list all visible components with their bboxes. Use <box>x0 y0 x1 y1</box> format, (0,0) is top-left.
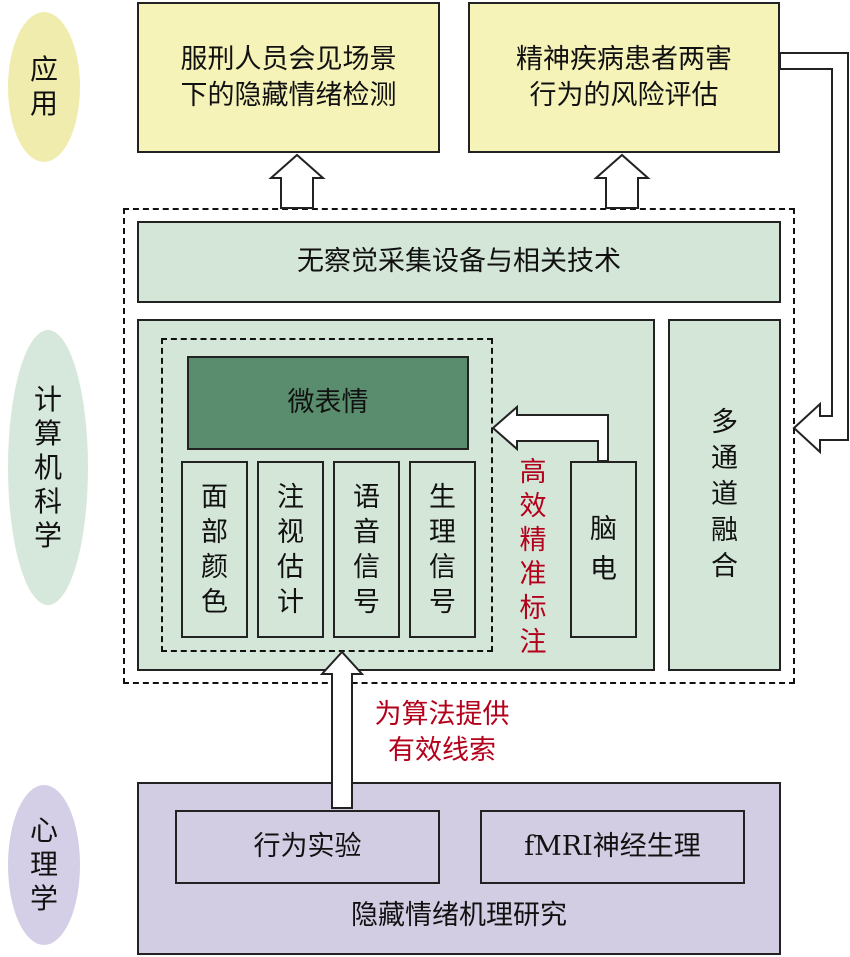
arrow-up-to-app-2 <box>593 153 651 209</box>
app-risk-assessment: 精神疾病患者两害 行为的风险评估 <box>468 2 780 153</box>
arrow-app2-to-fusion <box>779 52 849 455</box>
multimodal-cues-frame <box>161 338 493 652</box>
effective-cues-label: 为算法提供 有效线索 <box>374 699 510 766</box>
micro-expression-box: 微表情 <box>187 356 469 450</box>
arrow-eeg-to-frame <box>491 404 609 462</box>
efficient-annotation-label: 高 效 精 准 标 注 <box>519 457 547 658</box>
cue-physiological-signal: 生 理 信 号 <box>409 461 476 638</box>
unaware-acquisition-devices: 无察觉采集设备与相关技术 <box>137 221 781 303</box>
app-hidden-emotion-detection: 服刑人员会见场景 下的隐藏情绪检测 <box>137 2 440 153</box>
fmri-neurophysiology: fMRI神经生理 <box>480 810 745 884</box>
cue-speech-signal: 语 音 信 号 <box>333 461 400 638</box>
layer-label-computer-science: 计 算 机 科 学 <box>8 330 88 605</box>
cue-face-color: 面 部 颜 色 <box>181 461 248 638</box>
eeg-box: 脑 电 <box>570 461 637 638</box>
computer-science-frame <box>123 208 795 684</box>
layer-label-application: 应 用 <box>8 12 80 162</box>
arrow-up-from-psychology <box>319 650 365 809</box>
layer-label-psychology: 心 理 学 <box>8 785 80 945</box>
cue-gaze-estimation: 注 视 估 计 <box>257 461 324 638</box>
behavior-experiment: 行为实验 <box>175 810 440 884</box>
multi-channel-fusion: 多 通 道 融 合 <box>668 319 781 671</box>
hidden-emotion-mechanism: 隐藏情绪机理研究 <box>351 900 567 931</box>
arrow-up-to-app-1 <box>268 153 326 209</box>
